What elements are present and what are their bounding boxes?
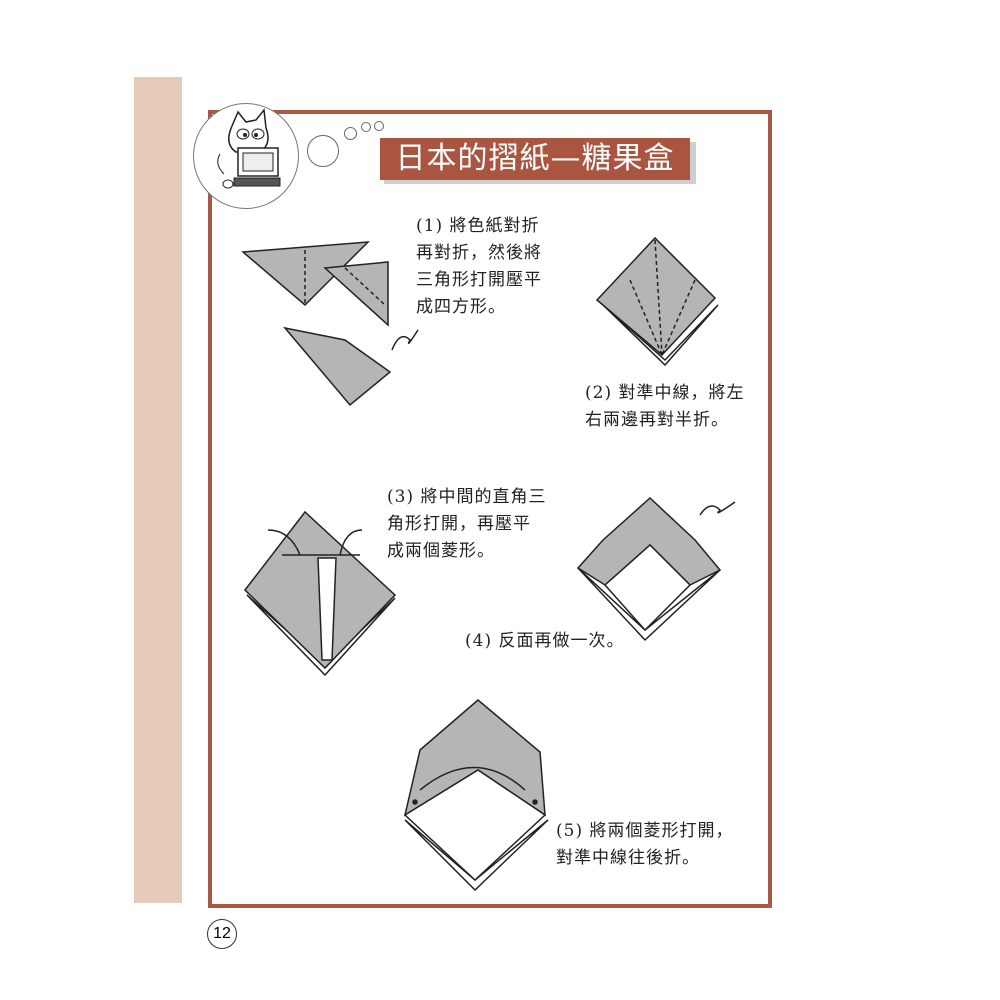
- page-number: 12: [207, 919, 237, 949]
- thought-bubble: [361, 122, 371, 132]
- text-line: (3) 將中間的直角三: [387, 487, 547, 507]
- text-line: 成四方形。: [416, 297, 506, 317]
- step2-diagram: [595, 236, 719, 367]
- text-line: 再對折，然後將: [416, 243, 542, 263]
- step-4-text: (4) 反面再做一次。: [465, 628, 624, 655]
- side-strip: [134, 77, 182, 903]
- text-line: 對準中線往後折。: [556, 848, 700, 868]
- page-title: 日本的摺紙—糖果盒: [380, 138, 690, 180]
- step4-diagram: [576, 496, 736, 642]
- thought-bubble: [307, 135, 339, 167]
- text-line: 右兩邊再對半折。: [585, 410, 729, 430]
- step1-diagram: [241, 241, 419, 407]
- text-line: (4) 反面再做一次。: [465, 631, 625, 651]
- text-line: 三角形打開壓平: [416, 270, 542, 290]
- cat-computer-illustration: [193, 103, 299, 209]
- text-line: 成兩個菱形。: [387, 541, 495, 561]
- text-line: (1) 將色紙對折: [416, 216, 540, 236]
- step-2-text: (2) 對準中線，將左 右兩邊再對半折。: [585, 380, 744, 434]
- step-3-text: (3) 將中間的直角三 角形打開，再壓平 成兩個菱形。: [387, 484, 546, 565]
- step-5-text: (5) 將兩個菱形打開， 對準中線往後折。: [556, 818, 733, 872]
- step5-diagram: [403, 699, 549, 892]
- step3-diagram: [243, 510, 397, 677]
- cat-icon: [217, 108, 281, 189]
- text-line: (2) 對準中線，將左: [585, 383, 745, 403]
- text-line: (5) 將兩個菱形打開，: [556, 821, 734, 841]
- thought-bubble: [344, 127, 357, 140]
- text-line: 角形打開，再壓平: [387, 514, 531, 534]
- page-frame: [208, 110, 772, 908]
- thought-bubble: [374, 121, 384, 131]
- step-1-text: (1) 將色紙對折 再對折，然後將 三角形打開壓平 成四方形。: [416, 213, 542, 321]
